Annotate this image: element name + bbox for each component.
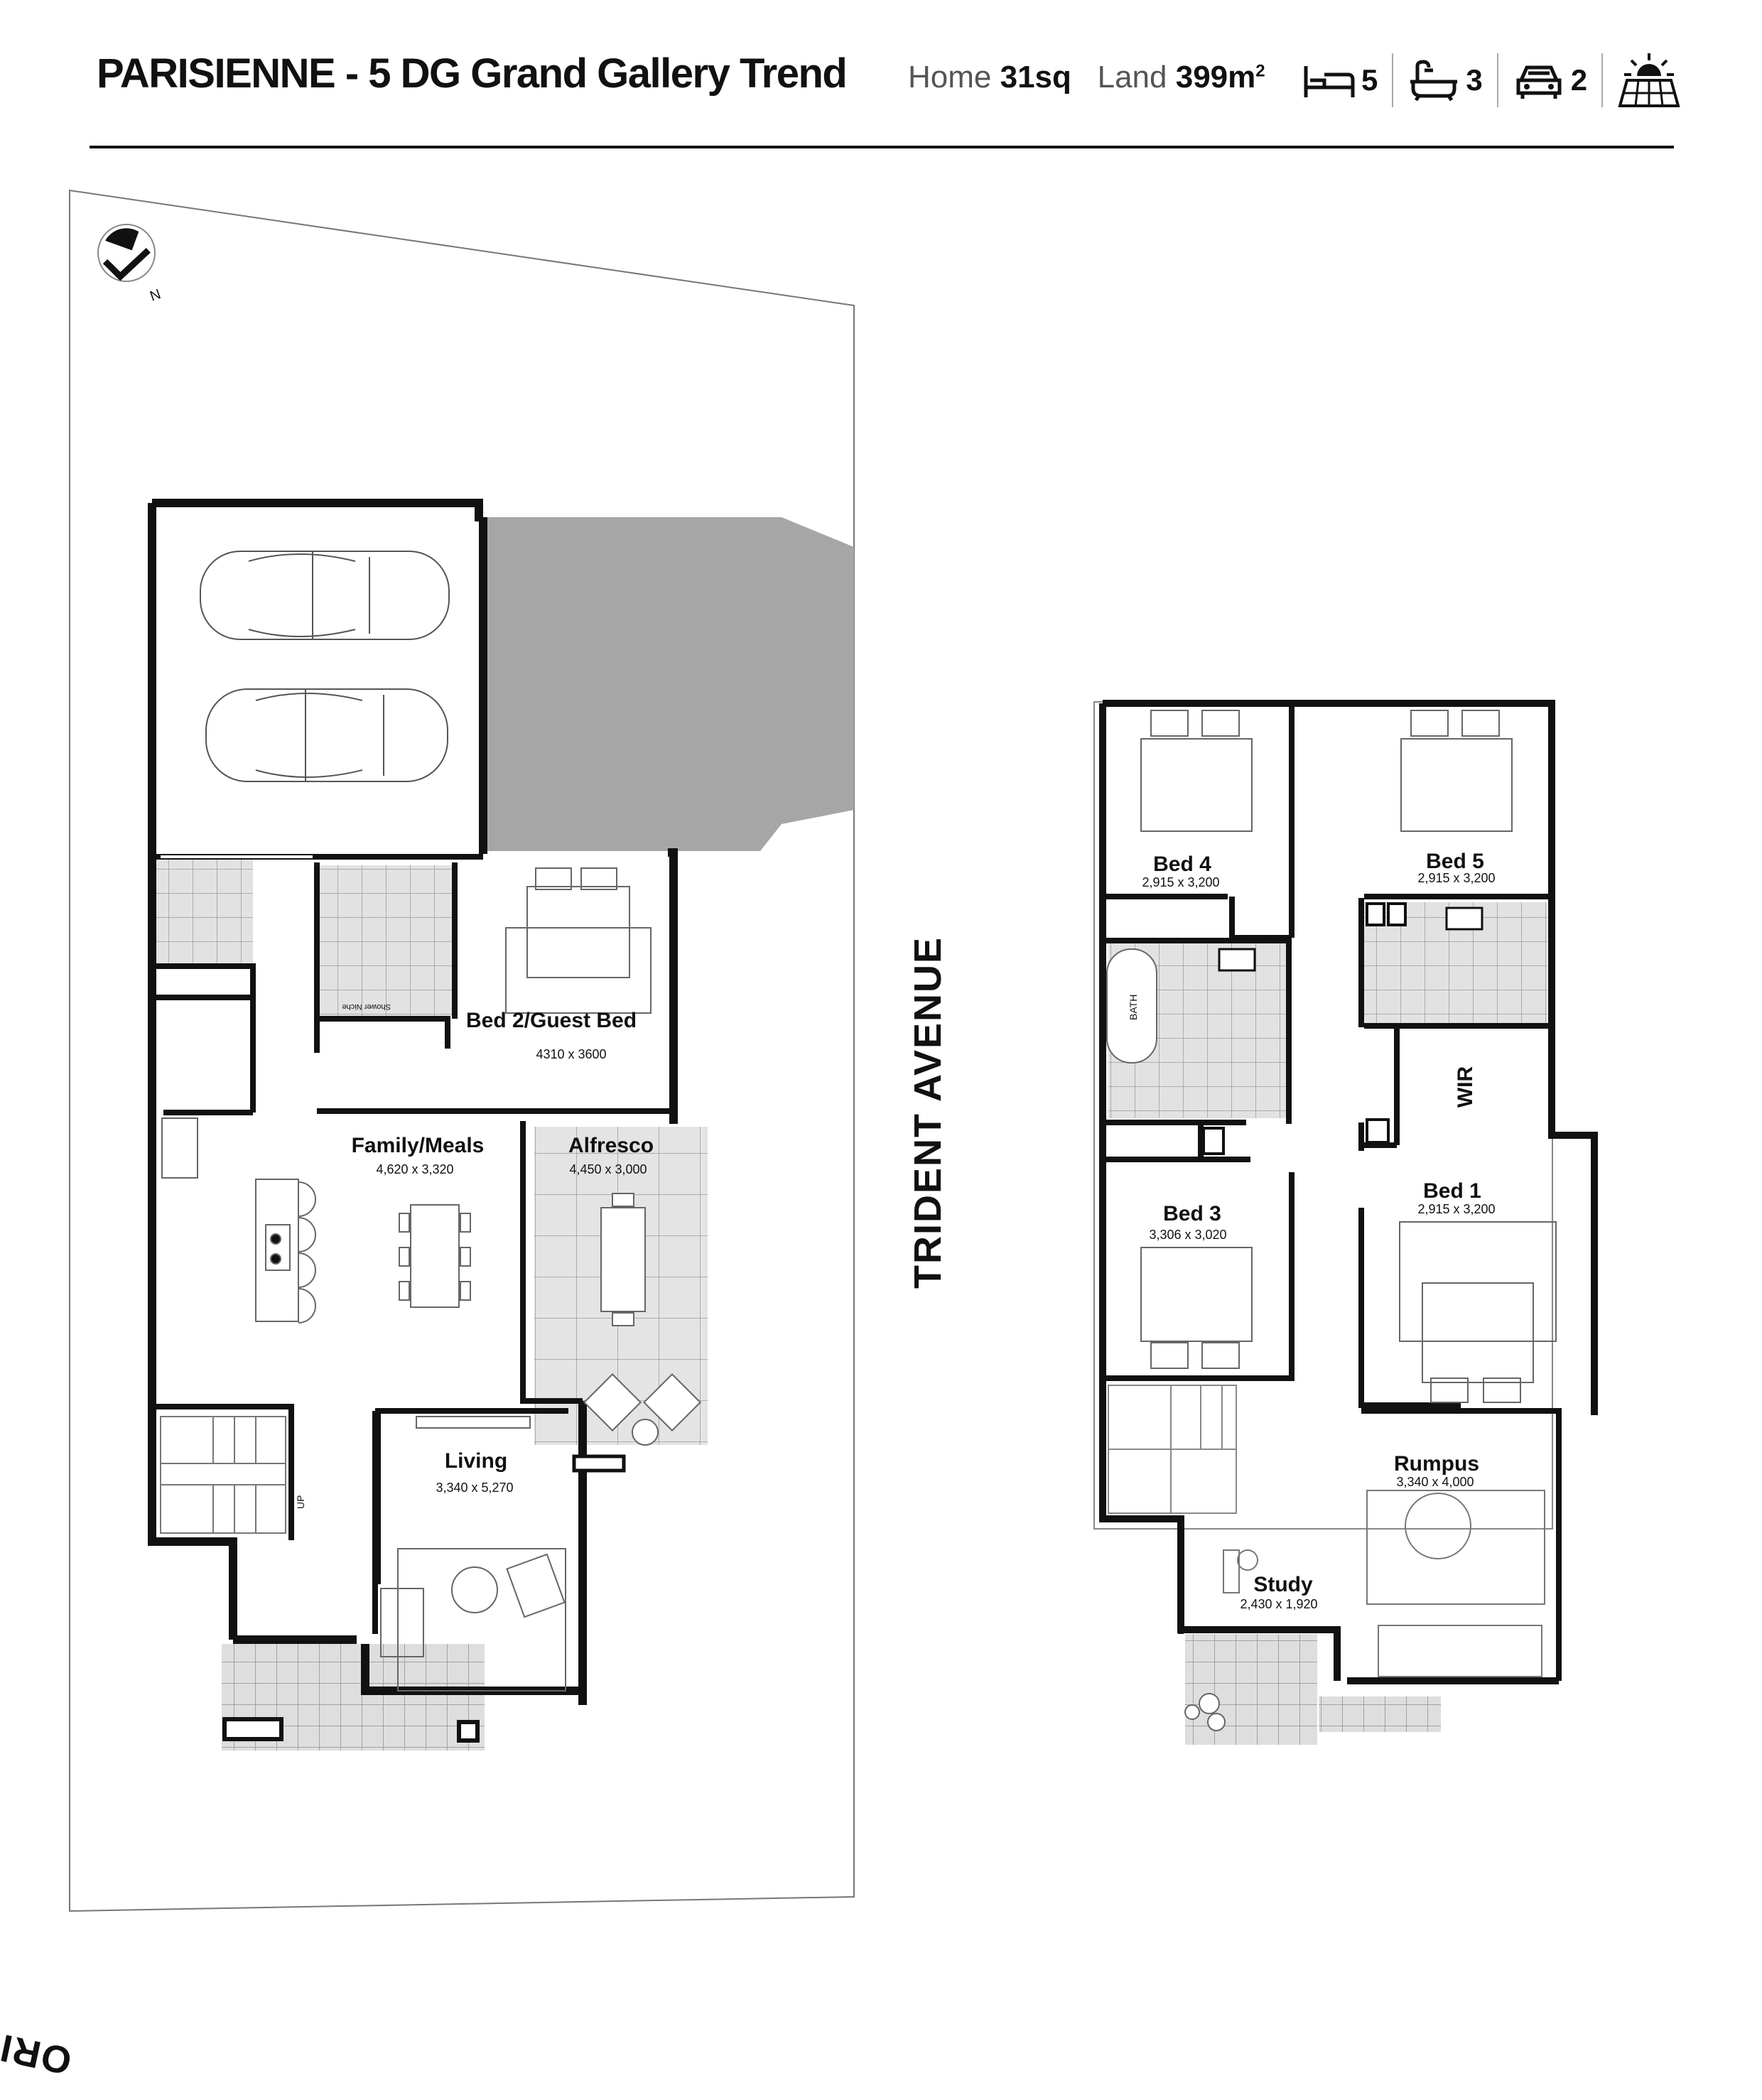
room-alfresco-name: Alfresco [568,1134,654,1157]
land-value: 399m2 [1175,60,1265,94]
room-rumpus-dims: 3,340 x 4,000 [1396,1475,1474,1489]
bath-icon [1410,60,1458,102]
room-living-name: Living [445,1449,507,1473]
balcony-paving [1185,1634,1317,1745]
balcony-chairs [1184,1693,1226,1731]
stairs-up-label: UP [295,1495,306,1509]
upper-stairs [1108,1385,1237,1514]
rumpus-furniture [1223,1490,1545,1677]
upper-floor-plan: BATH Bed 4 2,915 x 3,200 [1093,700,1598,1745]
wardrobe-marks [1202,902,1407,1155]
plan-sizes: Home 31sq Land 399m2 [908,60,1265,95]
room-family-meals-name: Family/Meals [352,1134,485,1157]
plan-stats: 5 3 2 [1289,48,1695,112]
land-label: Land [1097,60,1167,94]
car-icon [1516,65,1562,99]
room-living-dims: 3,340 x 5,270 [436,1481,513,1495]
ground-floor-plan: UP Shower Niche Bed 2/Guest Bed 4310 x 3… [148,499,708,1750]
street-label-front: ORIGMA STREET [0,1971,75,2082]
ensuite-floor [317,865,455,1016]
room-bed-3-name: Bed 3 [1163,1202,1221,1225]
car-space-count: 2 [1498,53,1604,107]
room-bed-1-name: Bed 1 [1423,1179,1481,1203]
upper-bed-furniture [1140,710,1557,1403]
driveway [487,517,854,851]
home-label: Home [908,60,992,94]
living-furniture [380,1416,566,1692]
room-bed-5-dims: 2,915 x 3,200 [1417,871,1495,885]
header-divider [90,146,1674,148]
room-bed-4-name: Bed 4 [1153,853,1211,876]
bed-2-furniture [505,867,652,1014]
plan-header: PARISIENNE - 5 DG Grand Gallery Trend Ho… [90,44,1680,115]
room-study-name: Study [1253,1573,1313,1596]
room-bed-2-name: Bed 2/Guest Bed [466,1009,637,1032]
room-bed-2-dims: 4310 x 3600 [536,1047,606,1061]
bathtub: BATH [1106,906,1483,1063]
room-study-dims: 2,430 x 1,920 [1240,1597,1317,1611]
room-alfresco-dims: 4,450 x 3,000 [569,1162,647,1176]
ground-stairs [160,1416,286,1534]
room-bed-4-dims: 2,915 x 3,200 [1142,875,1219,889]
site-boundary [69,189,855,1912]
alfresco-table [583,1193,702,1446]
shower-niche-note: Shower Niche [342,1002,391,1011]
bedroom-count: 5 [1289,53,1394,107]
solar-feature [1603,53,1695,107]
kitchen-island [161,1117,316,1324]
solar-panel-icon [1618,53,1680,107]
plan-title: PARISIENNE - 5 DG Grand Gallery Trend [97,50,848,97]
home-value: 31sq [1000,60,1071,94]
north-compass: N [97,224,163,305]
bed-icon [1304,66,1355,97]
bath-label: BATH [1128,995,1139,1020]
garage-cars [200,551,450,782]
room-bed-5-name: Bed 5 [1426,850,1484,873]
room-bed-1-dims: 2,915 x 3,200 [1417,1202,1495,1216]
room-family-meals-dims: 4,620 x 3,320 [376,1162,453,1176]
room-wir-name: WIR [1454,1066,1477,1108]
laundry-floor [155,860,253,963]
compass-north-label: N [148,286,163,305]
room-rumpus-name: Rumpus [1394,1452,1479,1476]
bathroom-count: 3 [1393,53,1498,107]
street-label-side: TRIDENT AVENUE [907,936,949,1289]
room-bed-3-dims: 3,306 x 3,020 [1149,1228,1226,1242]
dining-table [399,1204,471,1308]
